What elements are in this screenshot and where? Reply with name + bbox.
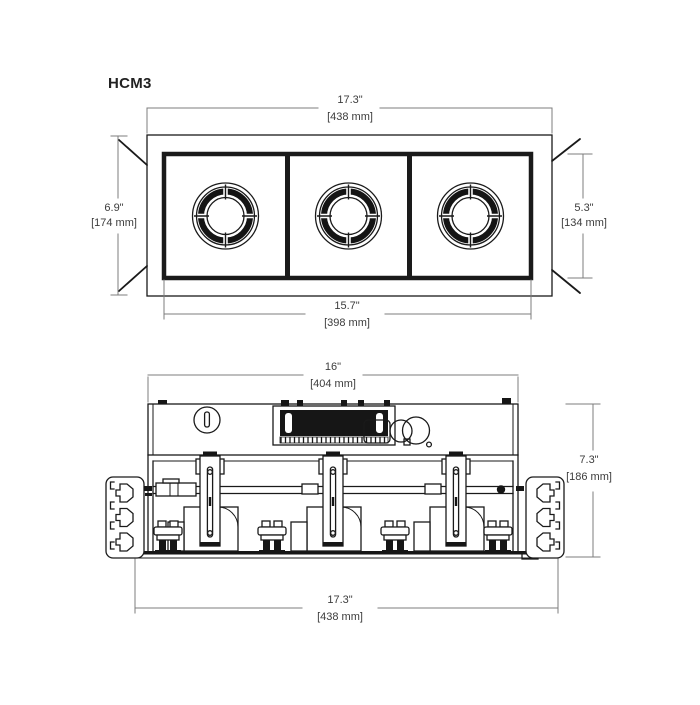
dim-aperture-height: 5.3" [134 mm] <box>561 153 607 279</box>
hanger-fasteners <box>144 486 524 496</box>
dim-aperture-width-metric: [398 mm] <box>324 317 370 329</box>
aperture-frame <box>161 151 534 281</box>
rail-end-fastener <box>496 485 506 494</box>
corner-leader-bottom-right <box>551 269 581 294</box>
hanger-bar-end-right <box>525 476 565 559</box>
junction-box <box>272 405 396 446</box>
trim-flange-outline <box>146 134 553 297</box>
lamp-socket-4 <box>483 520 513 554</box>
dim-section-height: 7.3" [186 mm] <box>565 403 612 558</box>
dim-section-height-metric: [186 mm] <box>566 471 612 483</box>
dim-section-height-inches: 7.3" <box>579 454 598 466</box>
dim-housing-width-inches: 16" <box>325 361 341 373</box>
dim-aperture-height-metric: [134 mm] <box>561 217 607 229</box>
plan-view: 17.3" [438 mm] 6.9" [174 mm] 5.3" [134 m… <box>91 94 607 329</box>
dim-housing-width: 16" [404 mm] <box>147 361 519 403</box>
yoke-assembly-2 <box>318 450 348 548</box>
corner-leader-top-left <box>118 139 148 166</box>
dim-aperture-height-inches: 5.3" <box>574 202 593 214</box>
dim-outer-height-metric: [174 mm] <box>91 217 137 229</box>
corner-leader-top-right <box>551 138 581 162</box>
dim-outer-height-inches: 6.9" <box>104 202 123 214</box>
section-view: 16" [404 mm] 7.3" [186 mm] 17.3" [438 mm… <box>105 361 612 623</box>
dim-outer-height: 6.9" [174 mm] <box>91 135 137 296</box>
lamp-socket-2 <box>257 520 287 554</box>
lamp-aperture-2 <box>316 183 382 249</box>
housing-top-tabs <box>158 398 511 406</box>
housing-side-walls <box>147 454 519 552</box>
dim-aperture-width: 15.7" [398 mm] <box>163 279 532 329</box>
housing-inner-walls-top <box>152 403 514 456</box>
dim-outer-width-inches: 17.3" <box>337 94 362 106</box>
dim-overall-width-metric: [438 mm] <box>317 611 363 623</box>
dim-outer-width-metric: [438 mm] <box>327 111 373 123</box>
hanger-bar-end-left <box>105 476 145 559</box>
wiring-knockouts <box>363 416 433 448</box>
page-title: HCM3 <box>108 75 152 92</box>
yoke-assembly-3 <box>441 450 471 548</box>
dim-aperture-width-inches: 15.7" <box>334 300 359 312</box>
ceiling-flange <box>132 550 541 560</box>
corner-leader-bottom-left <box>118 265 148 292</box>
lamp-aperture-3 <box>438 183 504 249</box>
dim-outer-width: 17.3" [438 mm] <box>146 94 553 134</box>
lamp-aperture-1 <box>193 183 259 249</box>
dim-overall-width: 17.3" [438 mm] <box>134 558 559 623</box>
lamp-socket-3 <box>380 520 410 554</box>
dim-housing-width-metric: [404 mm] <box>310 378 356 390</box>
yoke-assembly-1 <box>195 450 225 548</box>
cell-dividers <box>285 153 412 279</box>
knockout-circle <box>193 406 221 434</box>
dim-overall-width-inches: 17.3" <box>327 594 352 606</box>
